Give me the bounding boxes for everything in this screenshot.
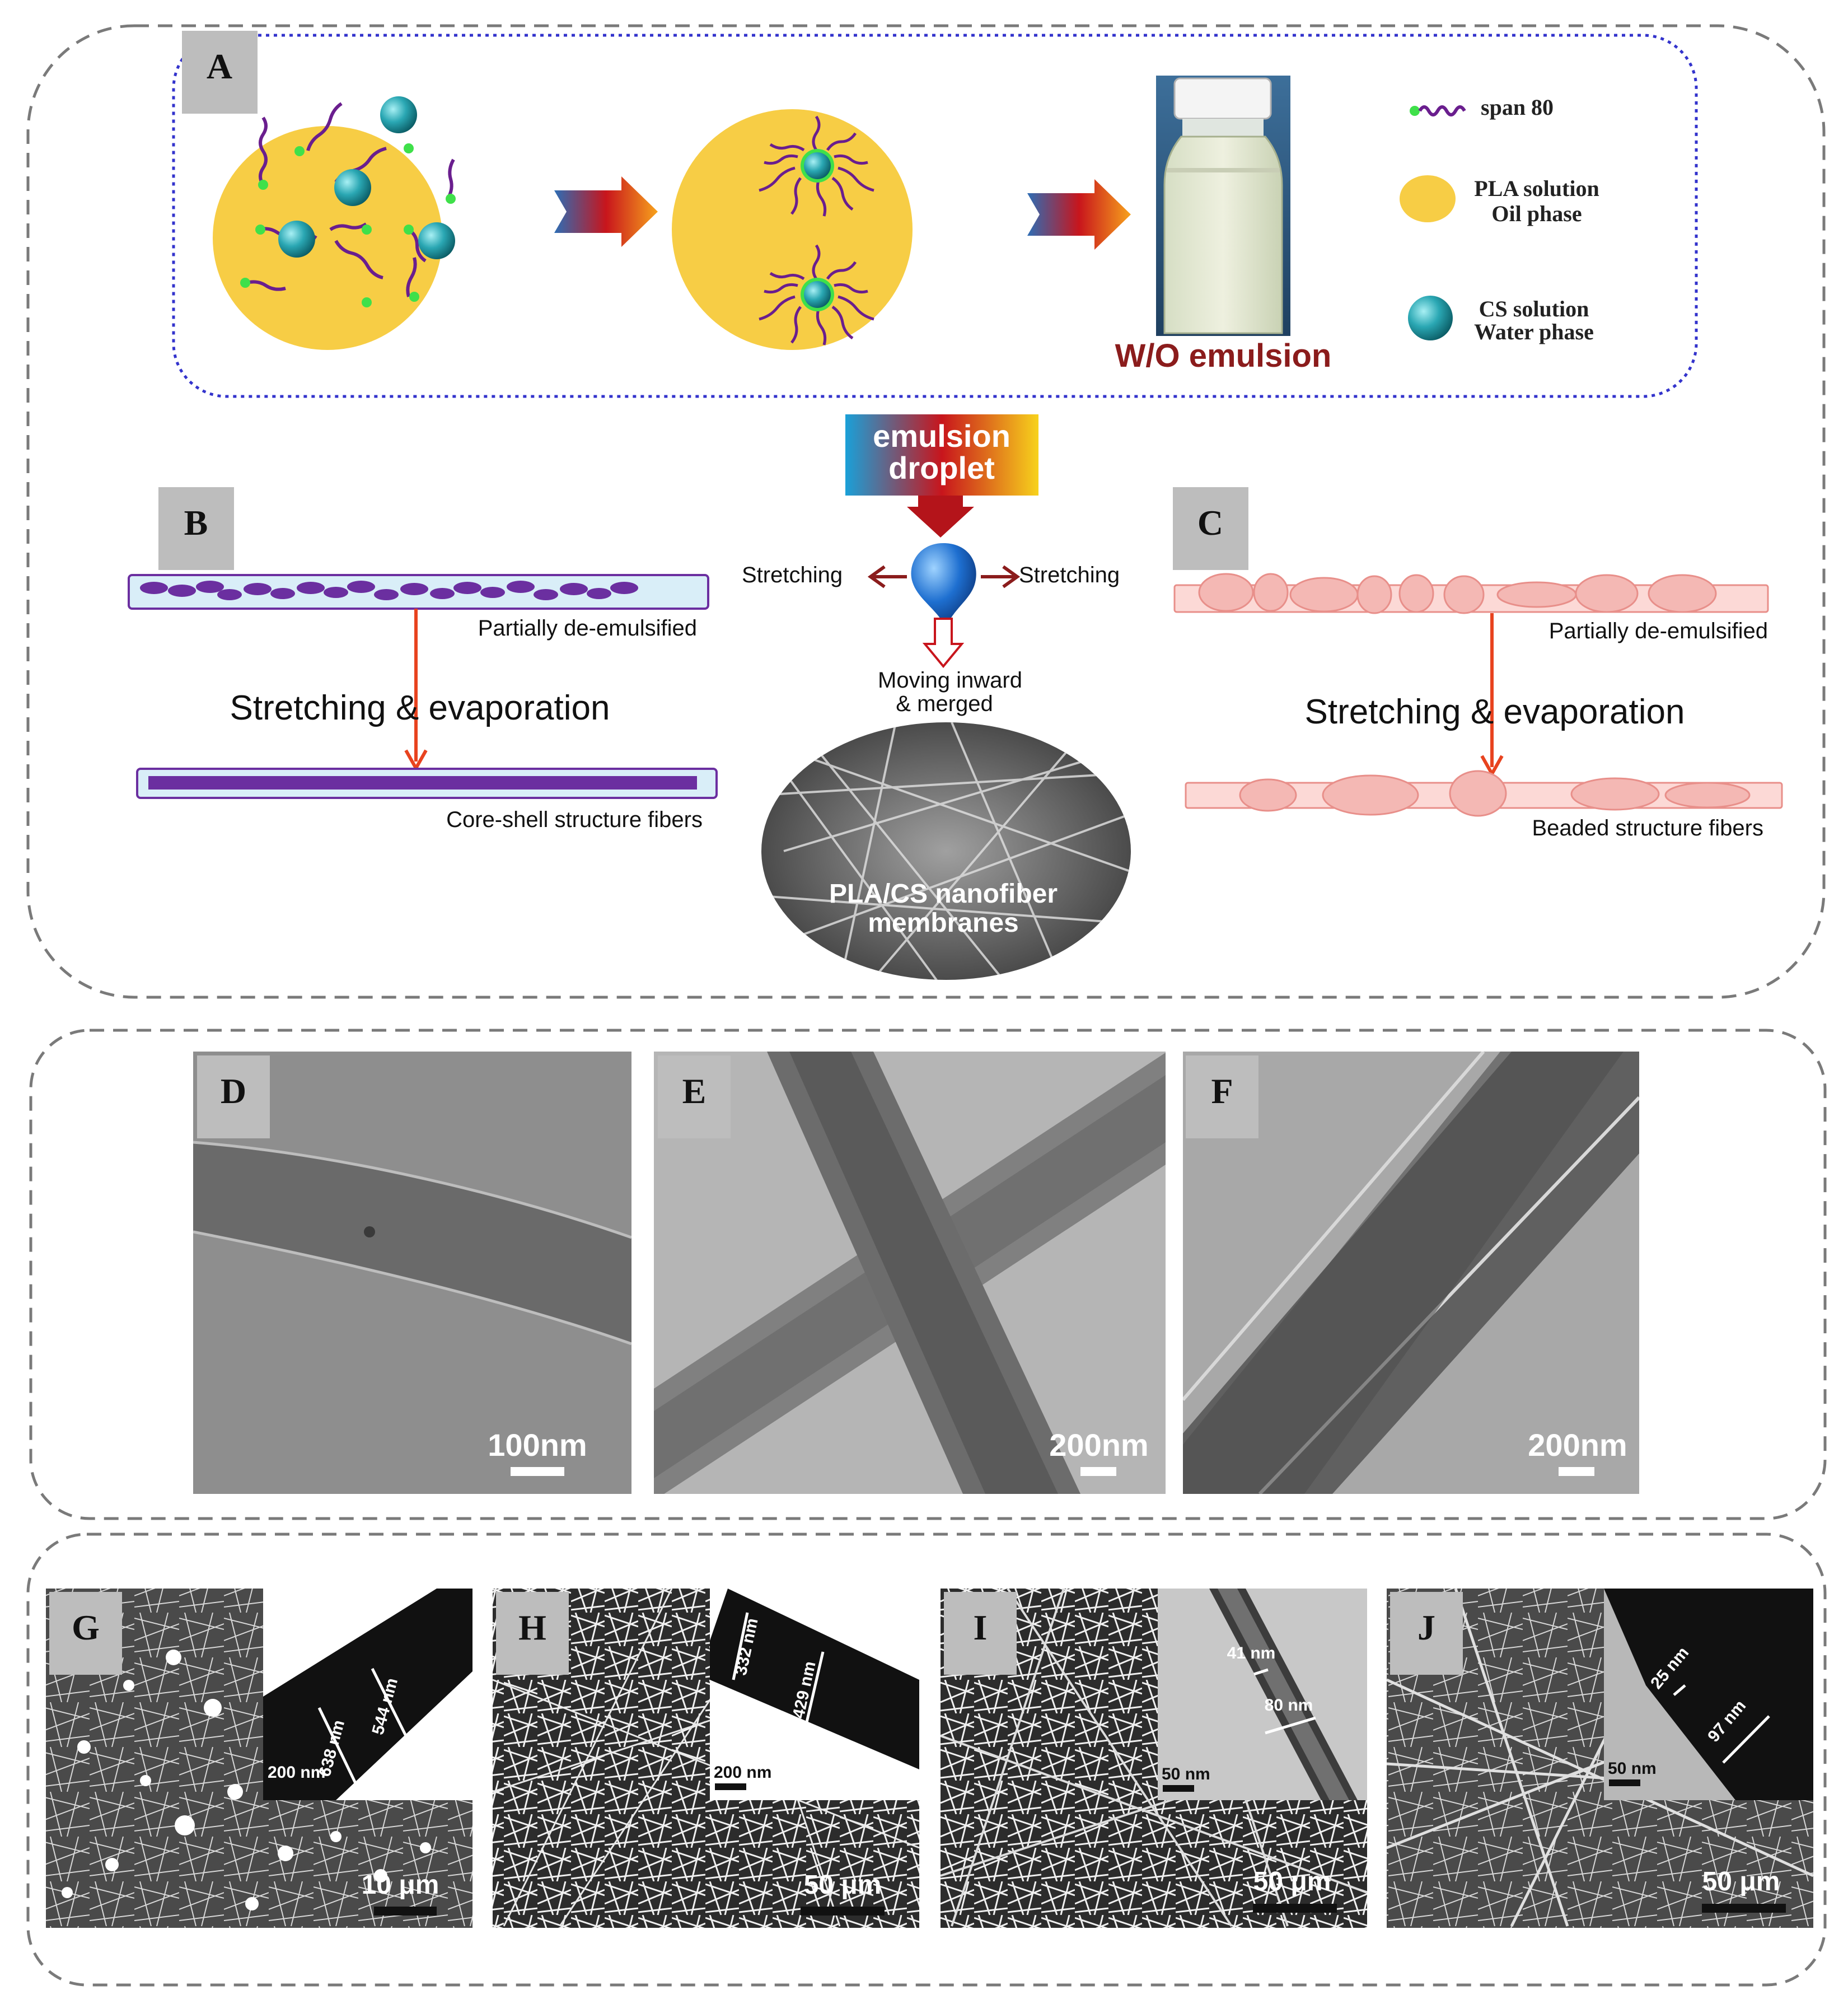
scale-bar-h-inset	[715, 1783, 746, 1790]
tem-inset-j	[1604, 1589, 1813, 1800]
panel-a-label-box	[182, 31, 258, 114]
panel-j-label: J	[1417, 1608, 1435, 1647]
membrane-fibers	[761, 722, 1131, 980]
scale-bar-g-inset	[269, 1783, 300, 1790]
panel-i-label: I	[974, 1608, 988, 1647]
emulsion-droplet-box	[845, 414, 1038, 496]
process-arrow-2	[1027, 179, 1131, 250]
panel-c-process: Stretching & evaporation	[1305, 693, 1685, 731]
panel-b-process: Stretching & evaporation	[230, 689, 610, 727]
section-top-border	[26, 24, 1826, 999]
panel-a-border	[172, 34, 1698, 398]
panel-b-demulsified: Partially de-emulsified	[478, 616, 697, 641]
scale-bar-e	[1080, 1467, 1116, 1476]
section-middle-border	[29, 1029, 1827, 1520]
fiber-c-beads	[1198, 573, 1717, 614]
panel-e-label-box	[658, 1055, 731, 1138]
panel-b-result: Core-shell structure fibers	[446, 807, 703, 832]
panel-e-label: E	[682, 1071, 707, 1111]
measurement-i-2: 80 nm	[1265, 1696, 1313, 1715]
stretch-arrow-left	[867, 565, 907, 588]
droplet-moving-1: Moving inward	[878, 668, 1022, 693]
scale-j-inset: 50 nm	[1608, 1759, 1657, 1778]
scale-bar-h	[801, 1907, 885, 1916]
panel-c-label-box	[1173, 487, 1248, 570]
emulsion-bottle-photo	[1156, 76, 1290, 336]
scale-h-inset: 200 nm	[714, 1763, 771, 1782]
fiber-b-droplets	[140, 581, 638, 600]
panel-c-result: Beaded structure fibers	[1532, 816, 1763, 840]
panel-i-label-box	[944, 1592, 1017, 1675]
oil-phase-circle-dispersed	[213, 96, 456, 350]
scale-bar-f	[1559, 1467, 1594, 1476]
tem-image-e	[654, 1052, 1166, 1494]
tem-inset-i	[1158, 1589, 1367, 1800]
legend-pla-label-2: Oil phase	[1491, 201, 1582, 226]
fiber-c-after-beads	[1239, 770, 1751, 817]
legend-cs-label-2: Water phase	[1474, 319, 1594, 344]
panel-h-label: H	[518, 1608, 546, 1647]
droplet-title-1: emulsion	[873, 418, 1010, 454]
scale-bar-i-inset	[1163, 1785, 1194, 1792]
scale-i: 50 μm	[1253, 1867, 1331, 1896]
panel-h-label-box	[496, 1592, 569, 1675]
stretch-arrow-right	[981, 565, 1021, 588]
scale-g-inset: 200 nm	[268, 1763, 325, 1782]
emulsion-droplet-arrow	[907, 496, 974, 538]
fiber-b-core	[148, 776, 697, 790]
scale-bar-i	[1253, 1904, 1337, 1913]
legend-water-phase-icon	[1408, 296, 1453, 340]
droplet-moving-2: & merged	[896, 692, 993, 716]
emulsion-label: W/O emulsion	[1115, 338, 1332, 374]
oil-phase-circle-micelles	[672, 109, 913, 350]
legend-cs-label-1: CS solution	[1479, 296, 1589, 321]
scale-h: 50 μm	[804, 1870, 882, 1900]
panel-a-label: A	[207, 46, 232, 86]
panel-j-label-box	[1390, 1592, 1463, 1675]
panel-b-label: B	[184, 503, 208, 543]
tem-image-f	[1183, 1052, 1639, 1494]
panel-d-label-box	[197, 1055, 270, 1138]
legend-oil-phase-icon	[1400, 175, 1456, 222]
panel-c-label: C	[1197, 503, 1223, 543]
droplet-stretch-right: Stretching	[1019, 563, 1120, 587]
panel-d-label: D	[221, 1071, 246, 1111]
scale-j: 50 μm	[1702, 1867, 1780, 1896]
taylor-cone-droplet	[911, 543, 976, 627]
droplet-title-2: droplet	[888, 450, 995, 485]
scale-bar-g	[374, 1907, 437, 1916]
scale-bar-d	[511, 1467, 564, 1476]
scale-bar-j	[1702, 1904, 1786, 1913]
scale-d: 100nm	[488, 1427, 587, 1463]
membrane-label-1: PLA/CS nanofiber	[829, 879, 1058, 909]
scale-bar-j-inset	[1609, 1779, 1640, 1786]
scale-f: 200nm	[1528, 1427, 1627, 1463]
scale-i-inset: 50 nm	[1162, 1765, 1210, 1783]
measurement-i-1: 41 nm	[1227, 1644, 1276, 1662]
panel-b-label-box	[158, 487, 234, 570]
droplet-stretch-left: Stretching	[742, 563, 843, 587]
legend-pla-label-1: PLA solution	[1474, 176, 1599, 201]
panel-f-label: F	[1211, 1071, 1233, 1111]
panel-g-label-box	[49, 1592, 122, 1675]
panel-f-label-box	[1186, 1055, 1258, 1138]
process-arrow-1	[554, 176, 658, 247]
section-bottom-border	[26, 1533, 1827, 1987]
merge-arrow-down	[922, 618, 965, 669]
panel-c-demulsified: Partially de-emulsified	[1549, 619, 1768, 643]
scale-g: 10 μm	[362, 1870, 439, 1900]
membrane-label-2: membranes	[868, 908, 1018, 938]
legend-span-80-label: span 80	[1481, 95, 1554, 120]
tem-inset-g	[263, 1589, 472, 1800]
legend-span-80	[1410, 105, 1466, 116]
panel-g-label: G	[72, 1608, 100, 1647]
scale-e: 200nm	[1049, 1427, 1148, 1463]
tem-inset-h	[710, 1589, 919, 1800]
